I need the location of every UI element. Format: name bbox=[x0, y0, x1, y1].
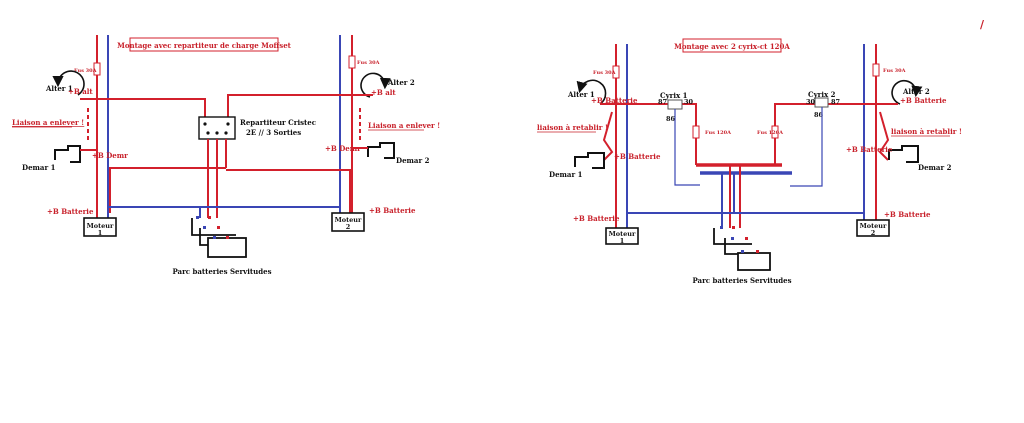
svg-text:Demar 1: Demar 1 bbox=[22, 163, 56, 172]
right-demar-1: Demar 1 +B Batterie bbox=[549, 152, 661, 179]
svg-text:Parc batteries Servitudes: Parc batteries Servitudes bbox=[692, 276, 791, 285]
right-liaison-label-2: liaison à retablir ! bbox=[891, 127, 962, 136]
svg-text:2: 2 bbox=[346, 223, 351, 231]
svg-text:1: 1 bbox=[98, 229, 103, 237]
svg-text:1: 1 bbox=[620, 237, 625, 245]
svg-text:+B Batterie: +B Batterie bbox=[591, 96, 638, 105]
svg-text:87: 87 bbox=[658, 98, 667, 106]
svg-text:+B Batterie: +B Batterie bbox=[846, 145, 893, 154]
svg-text:+B Demr: +B Demr bbox=[325, 144, 361, 153]
svg-text:+B Batterie: +B Batterie bbox=[47, 207, 94, 216]
right-moteur-2: Moteur 2 +B Batterie bbox=[856, 210, 931, 237]
svg-text:Cyrix 1: Cyrix 1 bbox=[660, 91, 688, 100]
svg-text:Fus 30A: Fus 30A bbox=[593, 70, 616, 76]
left-battery-bank: Parc batteries Servitudes bbox=[172, 216, 272, 276]
svg-text:Parc batteries Servitudes: Parc batteries Servitudes bbox=[172, 267, 271, 276]
left-liaison-label-1: Liaison a enlever ! bbox=[12, 118, 84, 127]
svg-text:Fus 30A: Fus 30A bbox=[883, 68, 906, 74]
svg-text:Fus 120A: Fus 120A bbox=[705, 130, 731, 136]
svg-text:+B alt: +B alt bbox=[371, 88, 396, 97]
right-diagram: Montage avec 2 cyrix-ct 120A Fus 30A Fus… bbox=[537, 38, 962, 285]
left-liaison-label-2: Liaison a enlever ! bbox=[368, 121, 440, 130]
right-demar-2: Demar 2 +B Batterie bbox=[846, 145, 952, 172]
svg-text:30: 30 bbox=[684, 98, 694, 106]
left-title-text: Montage avec repartiteur de charge Moffs… bbox=[117, 41, 292, 50]
svg-text:2: 2 bbox=[871, 229, 876, 237]
svg-text:Alter 1: Alter 1 bbox=[45, 84, 73, 93]
svg-text:Alter 2: Alter 2 bbox=[387, 78, 415, 87]
svg-text:+B Batterie: +B Batterie bbox=[884, 210, 931, 219]
svg-text:Cyrix 2: Cyrix 2 bbox=[808, 90, 836, 99]
svg-text:2E // 3 Sorties: 2E // 3 Sorties bbox=[246, 128, 301, 137]
svg-text:+B alt: +B alt bbox=[68, 87, 93, 96]
right-moteur-1: Moteur 1 +B Batterie bbox=[573, 214, 639, 245]
svg-text:Moteur: Moteur bbox=[860, 222, 887, 230]
svg-text:86: 86 bbox=[666, 115, 676, 123]
right-battery-bank: Parc batteries Servitudes bbox=[692, 226, 792, 285]
svg-text:+B Demr: +B Demr bbox=[92, 151, 128, 160]
right-fuse120-1: Fus 120A bbox=[692, 125, 731, 139]
svg-text:Demar 1: Demar 1 bbox=[549, 170, 583, 179]
svg-text:Alter 2: Alter 2 bbox=[902, 87, 930, 96]
svg-text:+B Batterie: +B Batterie bbox=[369, 206, 416, 215]
svg-text:Moteur: Moteur bbox=[609, 230, 636, 238]
right-fuse-1: Fus 30A bbox=[593, 65, 620, 79]
right-title-text: Montage avec 2 cyrix-ct 120A bbox=[674, 42, 790, 51]
svg-text:Repartiteur Cristec: Repartiteur Cristec bbox=[240, 118, 316, 127]
svg-text:Alter 1: Alter 1 bbox=[567, 90, 595, 99]
left-moteur-1: Moteur 1 +B Batterie bbox=[47, 207, 117, 237]
left-diagram: Montage avec repartiteur de charge Moffs… bbox=[12, 35, 440, 276]
svg-text:Fus 30A: Fus 30A bbox=[357, 60, 380, 66]
left-alter-2: Alter 2 +B alt bbox=[360, 72, 415, 98]
left-moteur-2: Moteur 2 +B Batterie bbox=[331, 206, 416, 232]
right-alter-2: Alter 2 +B Batterie bbox=[891, 79, 947, 105]
svg-text:Fus 30A: Fus 30A bbox=[74, 68, 97, 74]
svg-text:+B Batterie: +B Batterie bbox=[614, 152, 661, 161]
svg-text:Moteur: Moteur bbox=[87, 222, 114, 230]
right-fuse-2: Fus 30A bbox=[872, 63, 906, 77]
left-alt2-link bbox=[227, 94, 373, 122]
right-title: Montage avec 2 cyrix-ct 120A bbox=[674, 38, 790, 53]
left-alter-1: Alter 1 +B alt bbox=[45, 70, 93, 96]
svg-text:Demar 2: Demar 2 bbox=[918, 163, 952, 172]
left-title: Montage avec repartiteur de charge Moffs… bbox=[117, 37, 292, 52]
left-fuse-1: Fus 30A bbox=[74, 62, 101, 76]
svg-text:86: 86 bbox=[814, 111, 824, 119]
svg-text:Fus 120A: Fus 120A bbox=[757, 130, 783, 136]
svg-text:Demar 2: Demar 2 bbox=[396, 156, 430, 165]
left-alt1-link bbox=[80, 98, 206, 122]
right-cyrix-2: Cyrix 2 30 87 86 bbox=[806, 90, 840, 119]
left-fuse-2: Fus 30A bbox=[348, 55, 380, 69]
right-alter-1: Alter 1 +B Batterie bbox=[567, 79, 638, 105]
left-repartiteur: Repartiteur Cristec 2E // 3 Sorties bbox=[198, 116, 316, 140]
right-fuse120-2: Fus 120A bbox=[757, 125, 783, 139]
corner-mark: / bbox=[980, 18, 985, 31]
svg-text:Moteur: Moteur bbox=[335, 216, 362, 224]
svg-text:+B Batterie: +B Batterie bbox=[900, 96, 947, 105]
svg-text:87: 87 bbox=[831, 98, 840, 106]
svg-text:+B Batterie: +B Batterie bbox=[573, 214, 620, 223]
right-cyrix-1: Cyrix 1 87 30 86 bbox=[658, 91, 694, 123]
left-demar-1: Demar 1 +B Demr bbox=[22, 145, 128, 172]
right-liaison-label-1: liaison à retablir ! bbox=[537, 123, 608, 132]
svg-text:30: 30 bbox=[806, 98, 816, 106]
